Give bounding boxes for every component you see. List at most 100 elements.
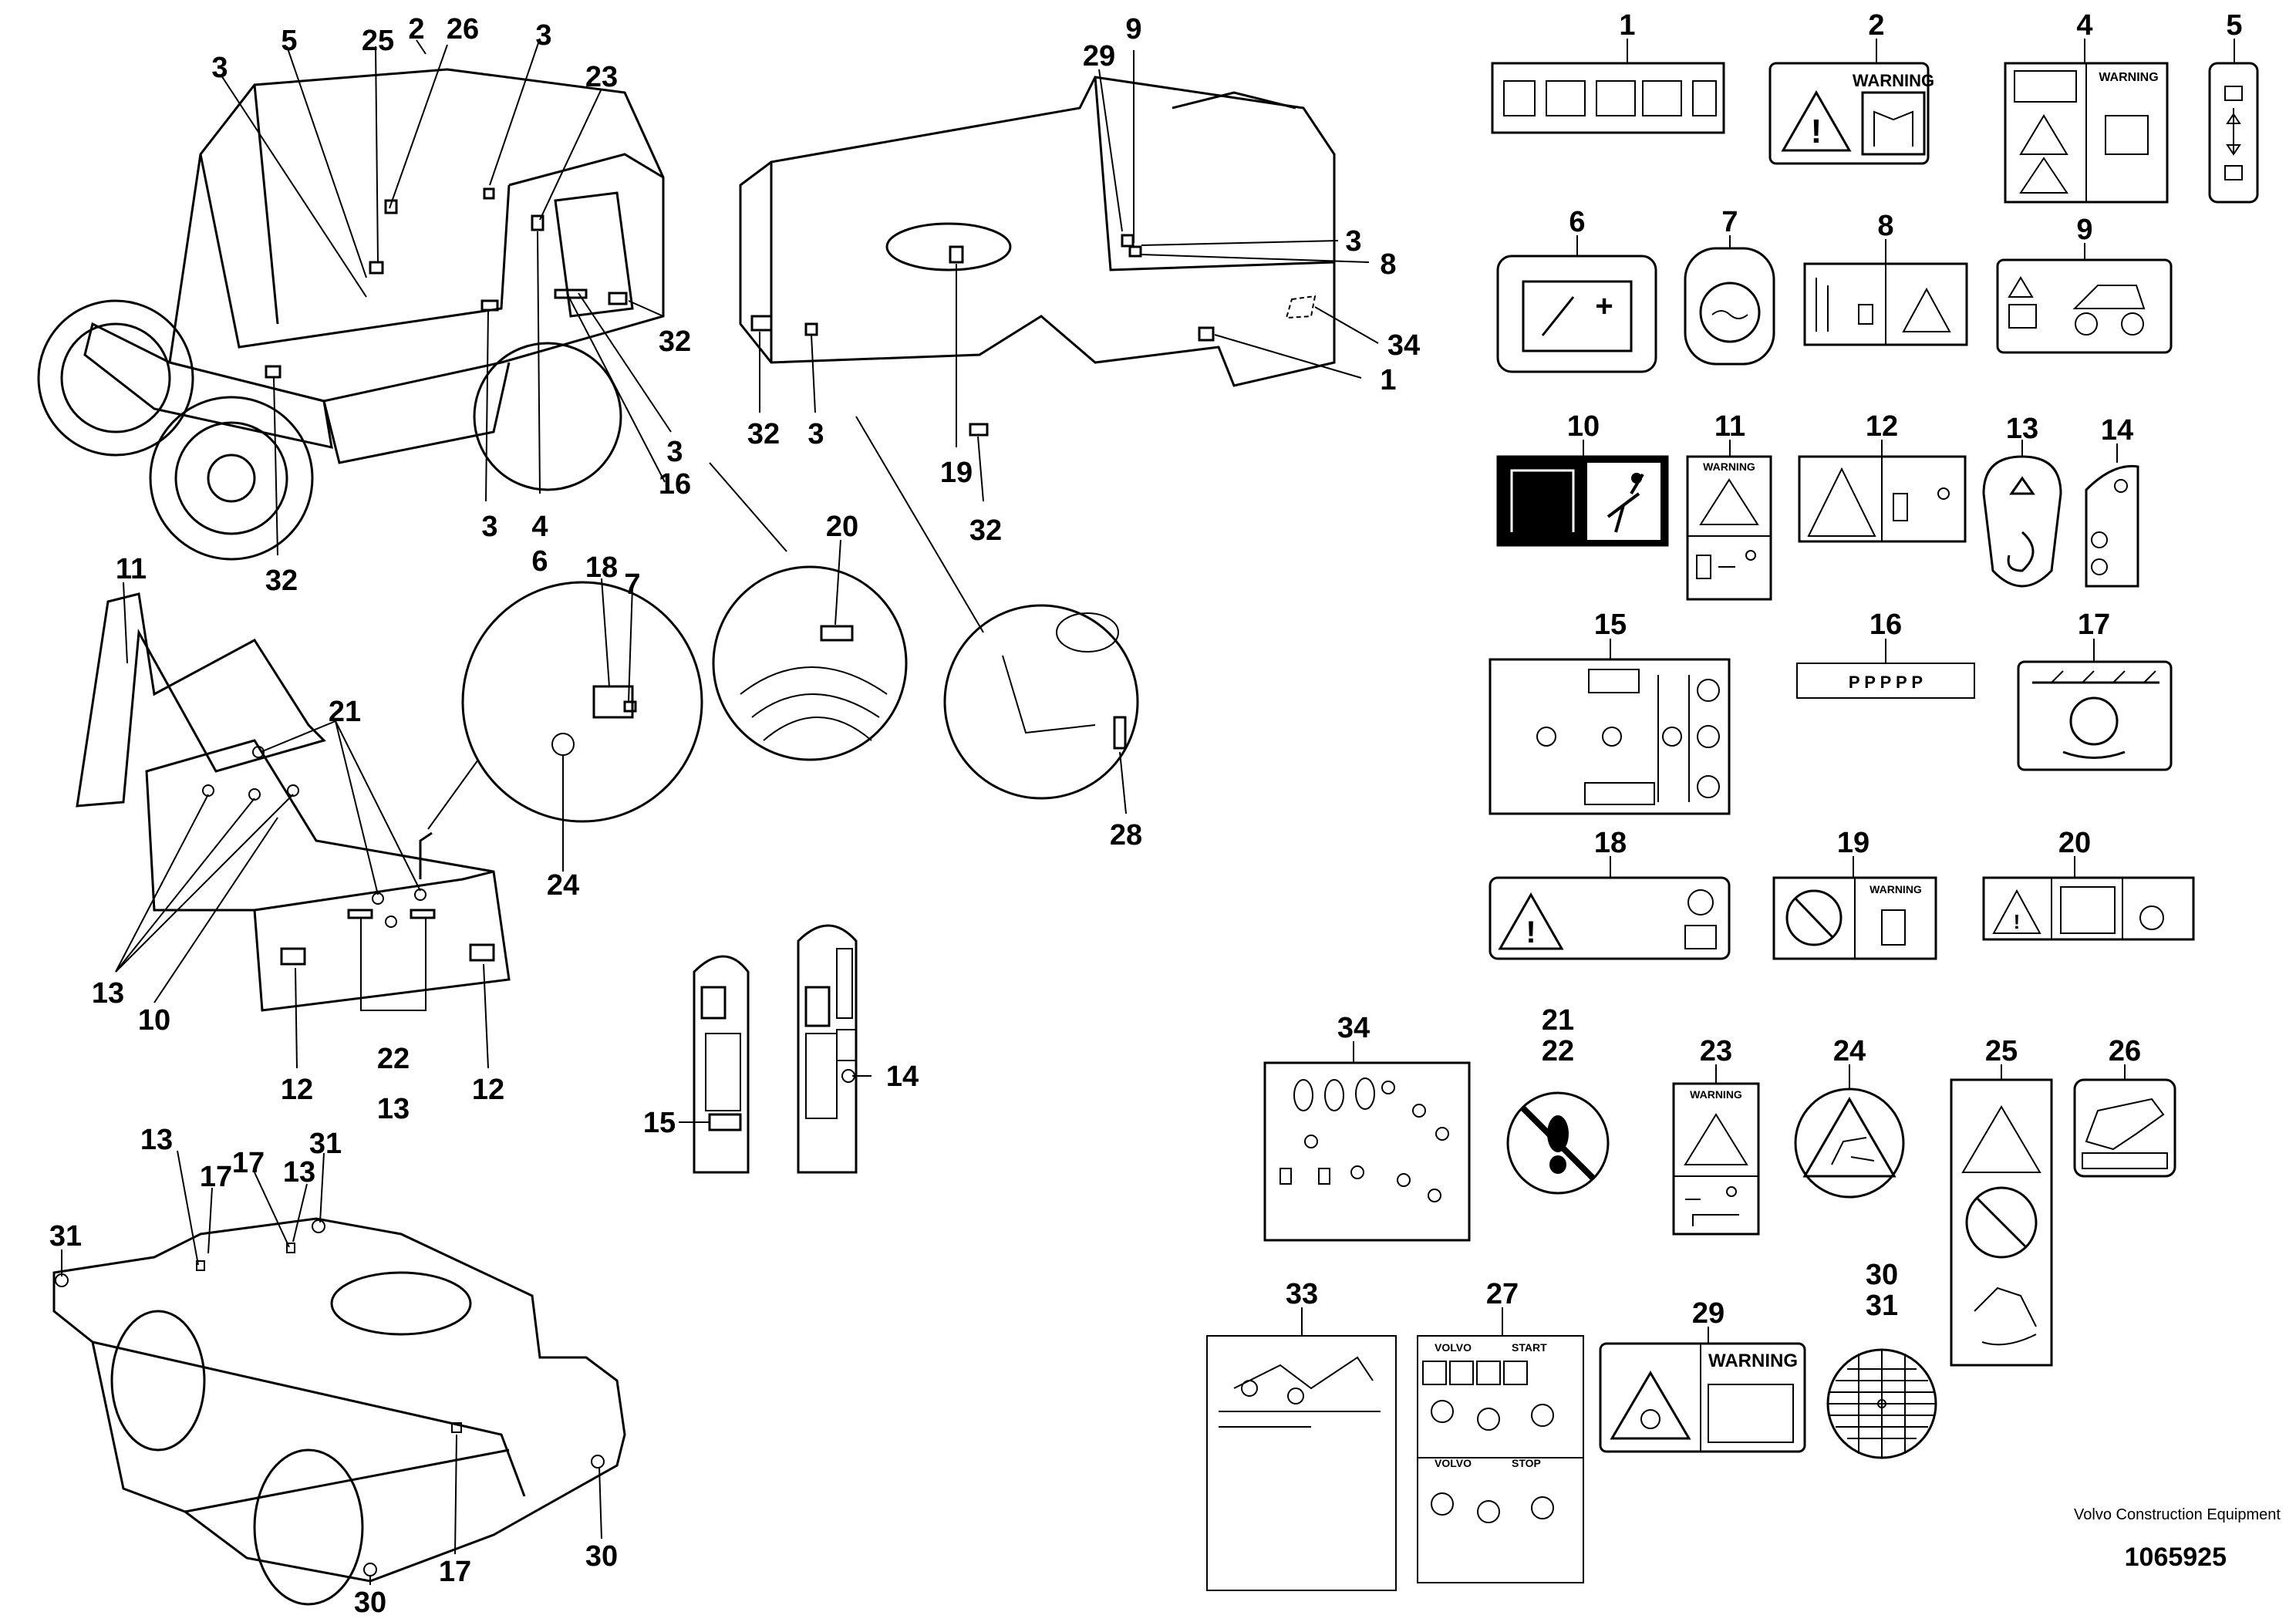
callout-label: 25 [362,25,394,57]
svg-text:!: ! [2014,910,2021,933]
callout-label: 23 [585,61,618,93]
callout-label: 3 [535,19,551,52]
svg-text:P P P P P: P P P P P [1849,673,1923,692]
decal-15 [1489,639,1731,815]
callout-label: 7 [624,568,640,601]
decal-16: P P P P P [1796,639,1975,699]
callout-label: 10 [138,1004,170,1037]
decal-number: 20 [2058,827,2091,859]
callout-label: 32 [969,514,1002,547]
callout-label: 3 [481,511,497,543]
decal-number: 30 [1866,1259,1898,1291]
callout-label: 11 [116,553,147,585]
callout-label: 28 [1110,819,1142,851]
decal-number: 1 [1619,9,1635,42]
callout-label: 21 [329,696,361,728]
callout-label: 30 [354,1587,386,1619]
decal-9 [1996,243,2173,354]
start-label: START [1512,1341,1547,1354]
detail-circles [427,539,1139,872]
decal-number: 6 [1569,206,1585,238]
callout-label: 31 [309,1128,342,1160]
decal-27: VOLVO START VOLVO STOP [1417,1307,1584,1583]
decal-number: 13 [2006,413,2038,445]
decal-number: 4 [2076,9,2092,42]
volvo-brand-2: VOLVO [1435,1457,1472,1469]
stop-label: STOP [1512,1457,1541,1469]
decal-number: 33 [1286,1278,1318,1310]
callout-label: 2 [408,13,424,46]
callout-label: 3 [211,52,228,84]
decal-number: 19 [1837,827,1870,859]
decal-10 [1496,440,1669,547]
decal-number: 16 [1870,609,1902,641]
warning-text: WARNING [1690,1088,1742,1101]
svg-text:!: ! [1811,113,1822,150]
decal-8 [1803,239,1968,346]
decal-number: 17 [2078,609,2110,641]
callout-label: 18 [585,551,618,584]
callout-label: 15 [643,1107,676,1139]
brand-name: Volvo Construction Equipment [2074,1506,2281,1523]
callout-label: 24 [547,869,579,902]
callout-label: 12 [472,1074,504,1106]
decal-33 [1206,1307,1397,1591]
callout-label: 22 [377,1043,410,1075]
callout-label: 13 [140,1124,173,1156]
decal-number: 8 [1877,210,1893,242]
machine-rear-view [709,50,1379,633]
decal-number: 24 [1833,1035,1866,1067]
decal-number: 27 [1486,1278,1519,1310]
decal-number: 14 [2101,414,2133,447]
decal-14 [2085,443,2139,588]
decal-number: 23 [1700,1035,1732,1067]
decal-number: 21 [1542,1004,1574,1037]
callout-label: 31 [49,1220,82,1253]
decal-34 [1263,1041,1471,1242]
decal-number: 5 [2226,9,2242,42]
warning-text: WARNING [1853,71,1934,90]
callout-numbers: 3 5 25 2 26 3 23 32 32 3 4 6 16 3 29 9 3… [49,9,2243,1619]
warning-text: WARNING [2099,71,2158,84]
callout-label: 17 [200,1161,232,1193]
machine-underside-view [52,1150,626,1606]
decal-number: 18 [1594,827,1627,859]
callout-label: 32 [265,565,298,597]
callout-label: 4 [531,511,548,543]
callout-label: 16 [659,468,691,501]
callout-label: 30 [585,1540,618,1573]
callout-label: 26 [447,13,479,46]
decal-23: WARNING [1672,1064,1760,1236]
excavator-counterweight-view [76,582,511,1069]
decal-number: 10 [1567,410,1600,443]
callout-label: 14 [886,1061,919,1093]
decal-30-31 [1826,1348,1937,1459]
decal-number: 26 [2109,1035,2141,1067]
callout-label: 17 [232,1147,265,1179]
decal-number: 9 [2076,214,2092,246]
document-number: 1065925 [2124,1543,2227,1572]
decal-29: WARNING [1599,1327,1806,1453]
decal-5 [2208,39,2259,204]
callout-label: 29 [1083,40,1115,73]
decal-13 [1982,440,2062,588]
callout-label: 17 [439,1556,471,1588]
callout-label: 8 [1380,248,1396,281]
callout-label: 19 [940,457,973,489]
volvo-brand: VOLVO [1435,1341,1472,1354]
callout-label: 20 [826,511,858,543]
decal-number: 11 [1714,410,1745,443]
svg-text:+: + [1595,289,1613,323]
decal-25 [1950,1064,2053,1367]
callout-label: 1 [1380,364,1396,396]
callout-label: 3 [1345,225,1361,258]
svg-text:!: ! [1526,916,1536,949]
callout-label: 6 [531,545,548,578]
callout-label: 32 [747,418,780,450]
decal-number: 2 [1868,9,1884,42]
callout-label: 13 [377,1093,410,1125]
decal-number: 25 [1985,1035,2018,1067]
callout-label: 34 [1387,329,1420,362]
decal-12 [1798,440,1967,543]
